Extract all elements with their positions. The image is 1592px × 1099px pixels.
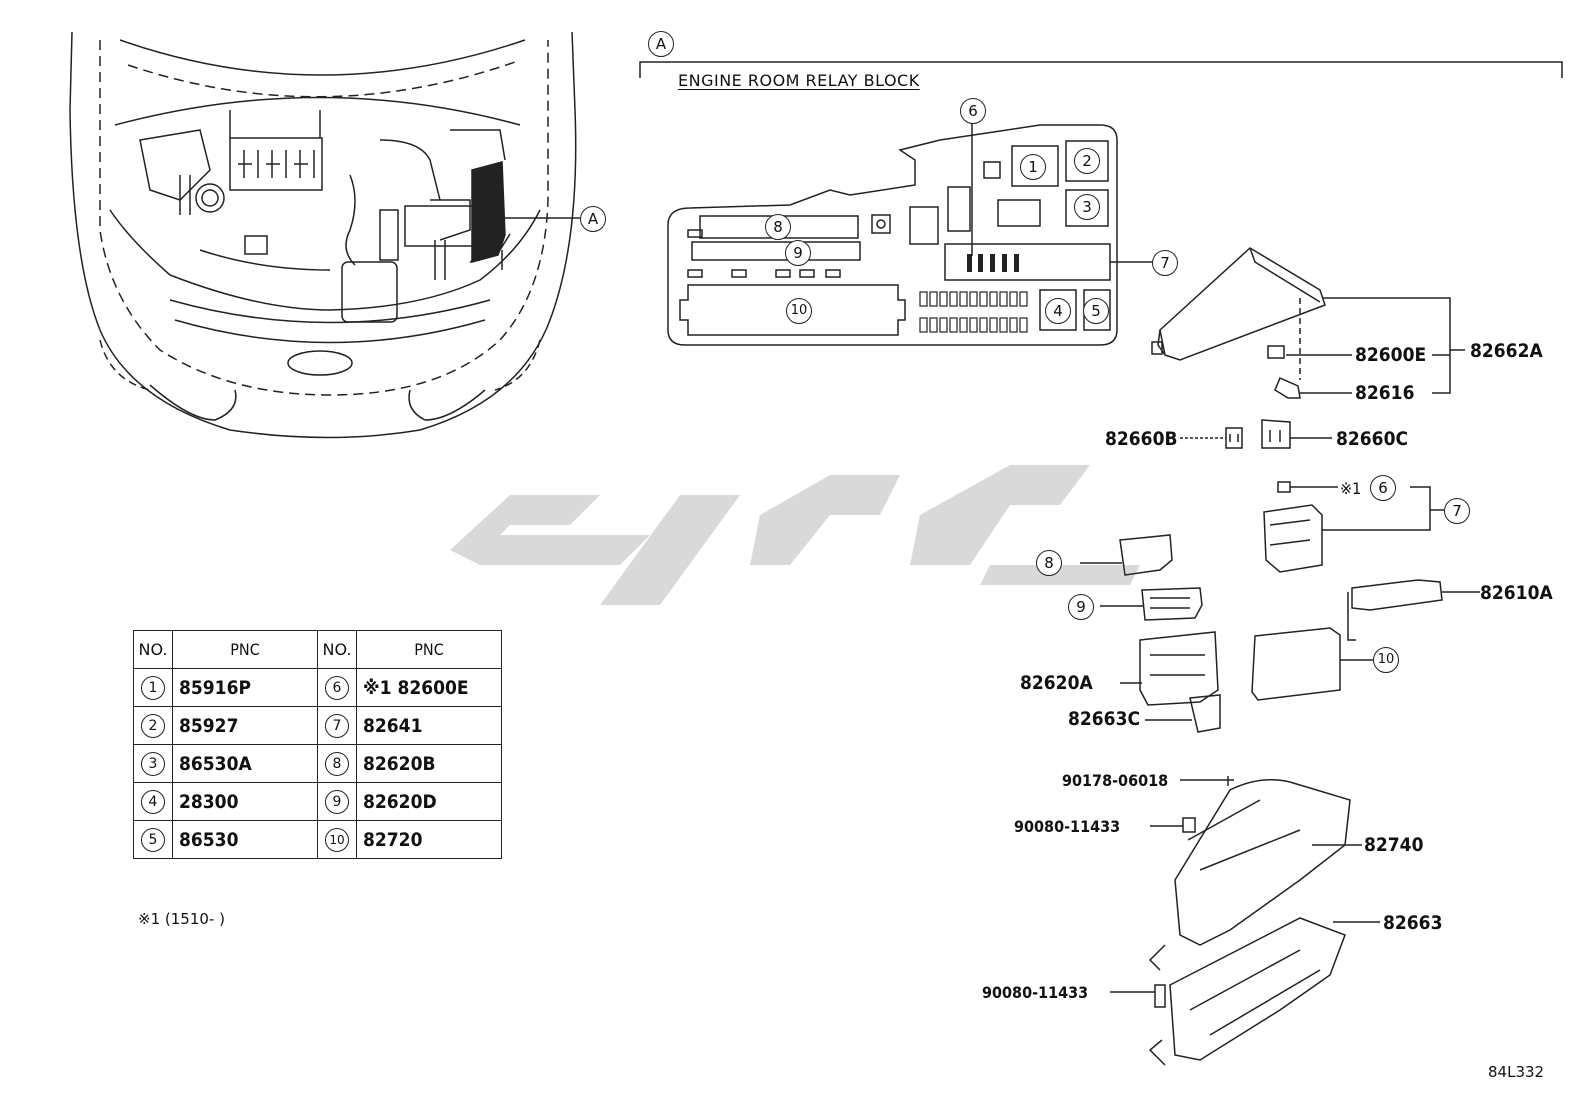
relay-callout-8: 8 [765,214,791,240]
row-no: 9 [325,789,349,814]
table-row: 1 85916P 6 ※1 82600E [133,668,502,707]
part-label-90080-11433-b: 90080-11433 [982,983,1089,1002]
row-no: 6 [325,675,349,700]
header-no-1: NO. [133,630,173,669]
footnote: ※1 (1510- ) [138,910,225,928]
note-mark-x1: ※1 [1340,479,1362,498]
exploded-callout-9: 9 [1068,594,1094,620]
exploded-callout-7: 7 [1444,498,1470,524]
relay-callout-10: 10 [786,298,812,324]
row-pnc: 86530A [172,744,318,783]
part-label-82600E: 82600E [1355,344,1427,366]
row-no: 1 [141,675,165,700]
part-label-82663C: 82663C [1068,708,1141,730]
relay-callout-5: 5 [1083,298,1109,324]
relay-callout-7: 7 [1152,250,1178,276]
part-label-82620A: 82620A [1020,672,1093,694]
part-label-82662A: 82662A [1470,340,1543,362]
section-title: ENGINE ROOM RELAY BLOCK [678,71,920,90]
exploded-callout-8: 8 [1036,550,1062,576]
relay-callout-4: 4 [1045,298,1071,324]
row-no: 8 [325,751,349,776]
header-pnc-1: PNC [172,630,318,669]
table-row: 3 86530A 8 82620B [133,744,502,783]
drawing-code: 84L332 [1488,1063,1545,1081]
table-row: 5 86530 10 82720 [133,820,502,859]
part-label-90178-06018: 90178-06018 [1062,771,1169,790]
section-a-marker: A [648,31,674,57]
relay-callout-3: 3 [1074,194,1100,220]
row-pnc: 28300 [172,782,318,821]
part-label-82610A: 82610A [1480,582,1553,604]
relay-callout-6: 6 [960,98,986,124]
row-no: 2 [141,713,165,738]
row-no: 3 [141,751,165,776]
row-pnc: 82620B [356,744,502,783]
relay-callout-9: 9 [785,240,811,266]
header-no-2: NO. [317,630,357,669]
row-no: 5 [141,827,165,852]
engine-location-callout-a: A [580,206,606,232]
bracket-parts [1110,776,1380,1066]
part-label-90080-11433-a: 90080-11433 [1014,817,1121,836]
part-label-82660C: 82660C [1336,428,1409,450]
row-pnc: 82720 [356,820,502,859]
row-pnc: 85927 [172,706,318,745]
engine-bay-drawing [69,31,580,439]
row-no: 10 [325,827,349,852]
watermark-logo [450,465,1140,605]
table-row: 2 85927 7 82641 [133,706,502,745]
row-pnc: 82620D [356,782,502,821]
row-pnc: ※1 82600E [356,668,502,707]
exploded-callout-6: 6 [1370,475,1396,501]
table-header-row: NO. PNC NO. PNC [133,630,502,669]
table-row: 4 28300 9 82620D [133,782,502,821]
part-label-82740: 82740 [1364,834,1424,856]
row-no: 4 [141,789,165,814]
part-label-82616: 82616 [1355,382,1415,404]
relay-callout-2: 2 [1074,148,1100,174]
row-no: 7 [325,713,349,738]
relay-callout-1: 1 [1020,154,1046,180]
cover-parts [1080,247,1480,733]
part-label-82660B: 82660B [1105,428,1178,450]
exploded-callout-10: 10 [1373,647,1399,673]
header-pnc-2: PNC [356,630,502,669]
row-pnc: 85916P [172,668,318,707]
row-pnc: 82641 [356,706,502,745]
part-label-82663: 82663 [1383,912,1443,934]
row-pnc: 86530 [172,820,318,859]
pnc-table: NO. PNC NO. PNC 1 85916P 6 ※1 82600E 2 8… [133,630,502,859]
